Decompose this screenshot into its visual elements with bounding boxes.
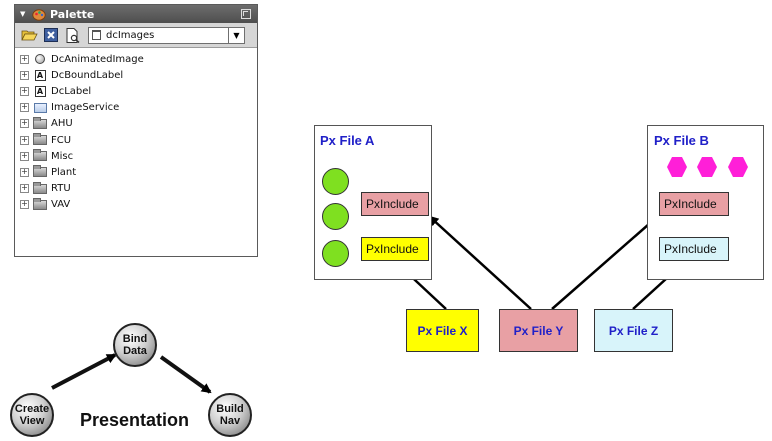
px-file-b-title: Px File B bbox=[654, 133, 709, 148]
expand-icon[interactable]: + bbox=[20, 199, 29, 210]
px-file-a-box: Px File A PxInclude PxInclude bbox=[314, 125, 432, 280]
chevron-down-icon[interactable]: ▼ bbox=[228, 27, 244, 43]
palette-icon bbox=[32, 8, 46, 21]
expand-icon[interactable]: + bbox=[20, 183, 29, 194]
module-select-value: dcImages bbox=[106, 29, 155, 41]
px-file-z: Px File Z bbox=[594, 309, 673, 352]
folder-icon bbox=[33, 133, 47, 146]
folder-icon bbox=[33, 116, 47, 129]
module-select[interactable]: dcImages ▼ bbox=[88, 26, 245, 44]
expand-icon[interactable]: + bbox=[20, 166, 29, 177]
expand-icon[interactable]: + bbox=[20, 53, 29, 64]
tree-item-dcboundlabel[interactable]: + A DcBoundLabel bbox=[15, 67, 257, 83]
px-include-b1: PxInclude bbox=[659, 192, 729, 216]
palette-title-bar: ▼ Palette bbox=[15, 5, 257, 23]
label-A-icon: A bbox=[33, 85, 47, 97]
build-line-2: Nav bbox=[219, 415, 241, 427]
tree-item-label: DcLabel bbox=[51, 85, 92, 97]
presentation-label: Presentation bbox=[80, 410, 190, 430]
module-icon bbox=[92, 30, 101, 40]
collapse-triangle-icon[interactable]: ▼ bbox=[20, 10, 26, 18]
image-service-icon bbox=[33, 102, 47, 113]
tree-item-label: Plant bbox=[51, 166, 77, 178]
palette-toolbar: dcImages ▼ bbox=[15, 23, 257, 48]
tree-item-fcu[interactable]: + FCU bbox=[15, 132, 257, 148]
expand-icon[interactable]: + bbox=[20, 102, 29, 113]
tree-item-dcanimatedimage[interactable]: + DcAnimatedImage bbox=[15, 51, 257, 67]
tree-item-imageservice[interactable]: + ImageService bbox=[15, 100, 257, 116]
animated-image-icon bbox=[33, 54, 47, 65]
tree-item-label: Misc bbox=[51, 150, 74, 162]
expand-icon[interactable]: + bbox=[20, 118, 29, 129]
px-file-b-box: Px File B PxInclude PxInclude bbox=[647, 125, 764, 280]
tree-item-label: ImageService bbox=[51, 102, 120, 114]
expand-icon[interactable]: + bbox=[20, 150, 29, 161]
folder-icon bbox=[33, 181, 47, 194]
find-document-icon[interactable] bbox=[64, 26, 82, 44]
close-box-icon[interactable] bbox=[42, 26, 60, 44]
px-file-a-title: Px File A bbox=[320, 133, 375, 148]
arrow-create-to-bind bbox=[51, 353, 117, 390]
arrow-bind-to-build bbox=[159, 355, 212, 394]
bind-line-1: Bind bbox=[122, 333, 148, 345]
create-line-2: View bbox=[19, 415, 45, 427]
label-A-icon: A bbox=[33, 69, 47, 81]
px-file-y: Px File Y bbox=[499, 309, 578, 352]
tree-item-label: VAV bbox=[51, 199, 71, 211]
expand-icon[interactable]: + bbox=[20, 69, 29, 80]
maximize-icon[interactable] bbox=[241, 9, 251, 19]
create-line-1: Create bbox=[14, 403, 50, 415]
open-folder-icon[interactable] bbox=[20, 26, 38, 44]
bind-line-2: Data bbox=[123, 345, 147, 357]
tree-item-plant[interactable]: + Plant bbox=[15, 164, 257, 180]
tree-item-label: FCU bbox=[51, 134, 72, 146]
tree-item-vav[interactable]: + VAV bbox=[15, 197, 257, 213]
tree-item-label: DcBoundLabel bbox=[51, 69, 124, 81]
px-file-x: Px File X bbox=[406, 309, 479, 352]
px-include-a2: PxInclude bbox=[361, 237, 429, 261]
arrow-y-to-include-b1 bbox=[551, 215, 659, 310]
folder-icon bbox=[33, 149, 47, 162]
folder-icon bbox=[33, 197, 47, 210]
px-include-b2: PxInclude bbox=[659, 237, 729, 261]
expand-icon[interactable]: + bbox=[20, 134, 29, 145]
palette-panel: ▼ Palette bbox=[14, 4, 258, 257]
tree-item-dclabel[interactable]: + A DcLabel bbox=[15, 83, 257, 99]
green-circle bbox=[322, 203, 349, 230]
magenta-hexagon bbox=[667, 157, 687, 177]
palette-title: Palette bbox=[50, 7, 95, 21]
tree-item-label: RTU bbox=[51, 183, 71, 195]
green-circle bbox=[322, 240, 349, 267]
magenta-hexagon bbox=[728, 157, 748, 177]
palette-tree: + DcAnimatedImage + A DcBoundLabel + A D… bbox=[15, 48, 257, 213]
expand-icon[interactable]: + bbox=[20, 85, 29, 96]
build-line-1: Build bbox=[216, 403, 244, 415]
arrow-y-to-include-a1 bbox=[428, 215, 532, 310]
px-include-a1: PxInclude bbox=[361, 192, 429, 216]
folder-icon bbox=[33, 165, 47, 178]
magenta-hexagon bbox=[697, 157, 717, 177]
tree-item-label: AHU bbox=[51, 118, 73, 130]
tree-item-ahu[interactable]: + AHU bbox=[15, 116, 257, 132]
tree-item-rtu[interactable]: + RTU bbox=[15, 181, 257, 197]
tree-item-misc[interactable]: + Misc bbox=[15, 148, 257, 164]
tree-item-label: DcAnimatedImage bbox=[51, 53, 144, 65]
green-circle bbox=[322, 168, 349, 195]
